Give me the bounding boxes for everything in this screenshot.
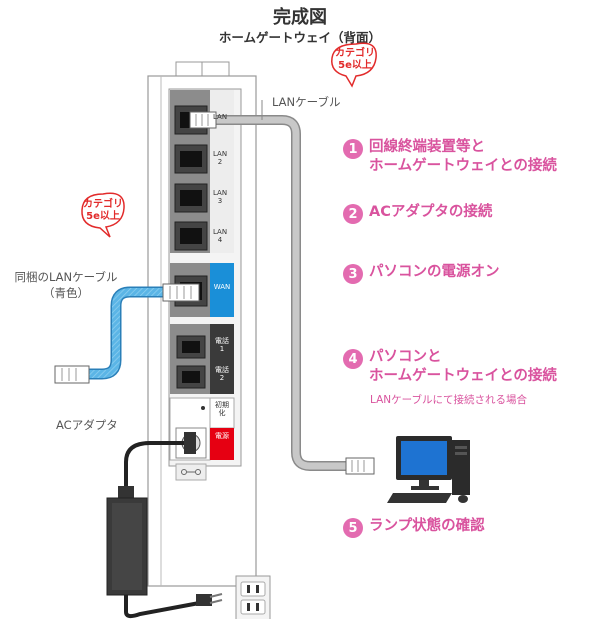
step-4-line2: ホームゲートウェイとの接続 bbox=[369, 368, 557, 384]
category-badge-top-line1: カテゴリ bbox=[335, 48, 375, 59]
desktop-pc bbox=[387, 436, 470, 503]
step-1: 1 回線終端装置等と ホームゲートウェイとの接続 bbox=[343, 138, 557, 176]
category-badge-top bbox=[331, 42, 377, 88]
port-label-lan3: LAN 3 bbox=[213, 189, 228, 205]
step-4-line1: パソコンと bbox=[369, 349, 442, 365]
lan-port-4[interactable] bbox=[174, 221, 208, 251]
blue-cable-label: 同梱のLANケーブル bbox=[14, 270, 118, 284]
step-5-label: ランプ状態の確認 bbox=[369, 518, 485, 534]
step-3-number: 3 bbox=[343, 264, 363, 284]
ac-adapter bbox=[106, 432, 223, 619]
step-4: 4 パソコンと ホームゲートウェイとの接続 bbox=[343, 348, 557, 386]
step-2-number: 2 bbox=[343, 204, 363, 224]
lan-port-3[interactable] bbox=[174, 183, 208, 213]
port-label-lan1: LAN bbox=[213, 113, 228, 121]
step-5-number: 5 bbox=[343, 518, 363, 538]
step-3-label: パソコンの電源オン bbox=[369, 264, 500, 280]
category-badge-left-line2: 5e以上 bbox=[86, 211, 120, 222]
step-4-number: 4 bbox=[343, 349, 363, 369]
port-label-power: 電源 bbox=[215, 432, 229, 440]
step-2-label: ACアダプタの接続 bbox=[369, 204, 493, 220]
tel-port-1[interactable] bbox=[176, 335, 206, 359]
step-2: 2 ACアダプタの接続 bbox=[343, 203, 492, 224]
port-label-tel2: 電話2 bbox=[215, 366, 229, 382]
wall-outlet bbox=[235, 575, 271, 619]
step-1-line1: 回線終端装置等と bbox=[369, 139, 485, 155]
tel-port-2[interactable] bbox=[176, 365, 206, 389]
port-label-tel1: 電話1 bbox=[215, 337, 229, 353]
port-label-wan: WAN bbox=[213, 283, 231, 291]
home-gateway bbox=[147, 61, 257, 587]
lan-cable-label: LANケーブル bbox=[272, 95, 341, 109]
step-4-note: LANケーブルにて接続される場合 bbox=[370, 394, 527, 406]
category-badge-left-line1: カテゴリ bbox=[83, 199, 123, 210]
page-subtitle: ホームゲートウェイ（背面） bbox=[218, 30, 382, 45]
blue-lan-cable bbox=[54, 283, 200, 384]
ac-adapter-label: ACアダプタ bbox=[56, 418, 118, 432]
category-badge-top-line2: 5e以上 bbox=[338, 60, 372, 71]
step-1-number: 1 bbox=[343, 139, 363, 159]
port-label-init: 初期化 bbox=[215, 401, 229, 417]
step-3: 3 パソコンの電源オン bbox=[343, 263, 500, 284]
port-label-lan2: LAN 2 bbox=[213, 150, 228, 166]
lan-port-2[interactable] bbox=[174, 144, 208, 174]
page-title: 完成図 bbox=[273, 7, 327, 28]
step-1-line2: ホームゲートウェイとの接続 bbox=[369, 158, 557, 174]
step-5: 5 ランプ状態の確認 bbox=[343, 517, 485, 538]
blue-cable-color-label: （青色） bbox=[43, 286, 89, 300]
port-label-lan4: LAN 4 bbox=[213, 228, 228, 244]
lan-cable-to-pc bbox=[189, 111, 375, 475]
category-badge-left bbox=[81, 192, 125, 238]
